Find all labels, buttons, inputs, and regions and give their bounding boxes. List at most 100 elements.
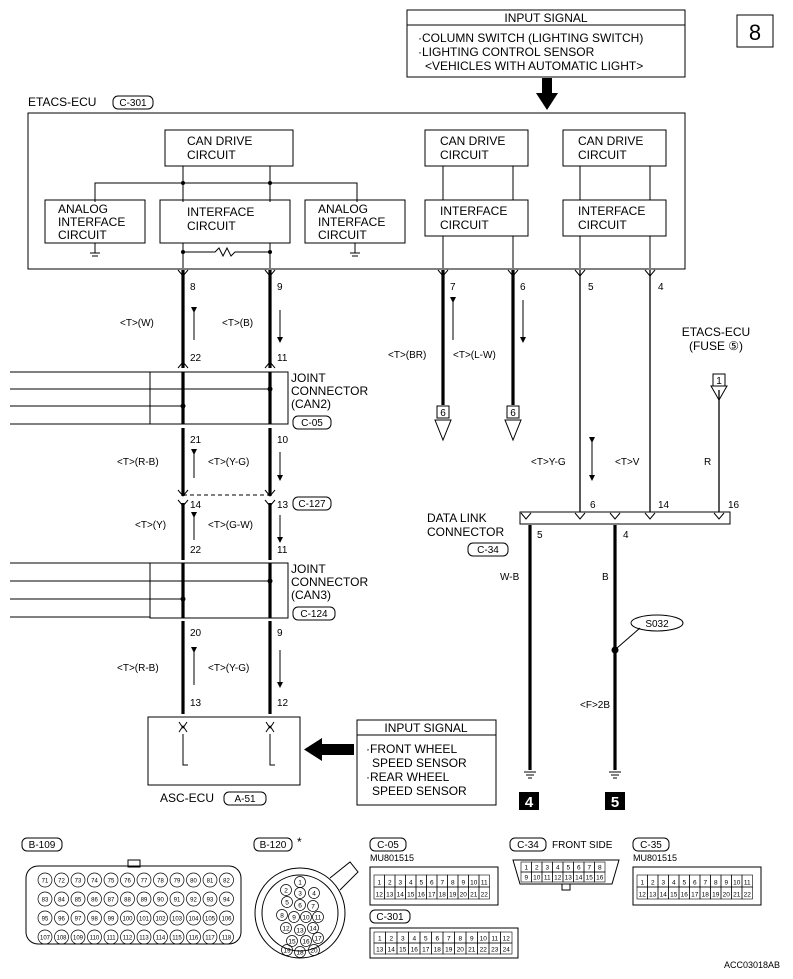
pin-number: 13 [565,875,573,882]
asc-input-signal-box: INPUT SIGNAL ·FRONT WHEEL SPEED SENSOR ·… [356,719,497,806]
pin-number: 4 [409,880,413,887]
wire-label-w4: <T>V [615,457,640,468]
pin-number: 16 [681,892,689,899]
pin-number: 8 [714,880,718,887]
pin-number: 101 [139,917,150,923]
wire-label-w13: <T>(G-W) [208,520,253,531]
splice-point [611,646,619,654]
pin-number: 5 [419,880,423,887]
pin-number: 3 [398,880,402,887]
pin-cell [136,891,152,907]
pin-9: 9 [277,282,283,293]
pin-cell [120,872,135,888]
pin-j1-10: 10 [277,435,289,446]
c05-part: MU801515 [370,853,414,863]
pin-cell [136,929,152,945]
ground-ref-6b: 6 [510,408,516,419]
data-link-connector [519,511,731,525]
analog-right-2: INTERFACE [318,215,385,229]
pin-number: 13 [649,892,657,899]
pin-number: 88 [124,898,131,904]
pin-number: 113 [139,936,149,942]
pin-cell [37,891,53,907]
wire-label-bb: B [602,572,609,583]
c34-front-side: FRONT SIDE [552,840,613,851]
wire-label-w6: <T>(L-W) [453,350,496,361]
etacs-connector-badge [112,95,154,110]
pin-cell [294,946,306,958]
can-drive-2-line1: CAN DRIVE [440,134,505,148]
wire-label-w20: <T>(R-B) [117,663,159,674]
b120-label: B-120 [260,840,287,851]
pin-number: 103 [172,917,183,923]
pin-number: 83 [42,898,49,904]
wire-label-w9: <T>(B) [222,318,253,329]
pin-number: 7 [311,904,315,911]
interface-1-line2: CIRCUIT [187,219,236,233]
pin-number: 7 [440,880,444,887]
asc-input-line1: ·FRONT WHEEL [366,742,457,756]
pin-cell [300,911,312,923]
pin-number: 18 [702,892,710,899]
pin-cell [153,910,168,926]
pin-number: 86 [91,898,98,904]
interface-2-line2: CIRCUIT [440,218,489,232]
pin-number: 14 [575,875,583,882]
pin-cell [169,929,185,945]
fuse-line2: (FUSE ⑤) [689,339,743,353]
pin-number: 12 [282,926,290,933]
pin-number: 8 [598,865,602,872]
pin-j2-9: 9 [277,628,283,639]
pin-number: 19 [712,892,720,899]
pin-number: 110 [90,936,100,942]
pin-number: 96 [58,917,65,923]
pin-number: 4 [672,880,676,887]
pin-number: 6 [430,880,434,887]
can-drive-1-line2: CIRCUIT [187,148,236,162]
pin-cell [136,910,152,926]
wire-label-f2b: <F>2B [580,700,610,711]
ground-ref-6a: 6 [440,408,446,419]
pin-number: 1 [298,880,302,887]
pin-number: 17 [422,947,430,954]
pin-cell [202,929,218,945]
pin-cell [281,944,293,956]
pin-number: 10 [480,936,488,943]
ground-4-badge [519,792,539,810]
joint1-line2: CONNECTOR [291,384,368,398]
pin-number: 13 [386,892,394,899]
pin-number: 15 [288,939,296,946]
pin-number: 12 [376,892,384,899]
splice-label: S032 [645,619,669,630]
pin-number: 117 [205,936,215,942]
pin-cell [294,899,306,911]
fuse-line1: ETACS-ECU [682,325,750,339]
dlc-connector: C-34 [477,545,499,556]
pin-number: 92 [190,898,197,904]
pin-number: 10 [302,915,310,922]
pin-cell [70,891,86,907]
pin-cell [186,872,201,888]
joint1-line1: JOINT [291,371,326,385]
pin-cell [103,929,119,945]
dlc-line1: DATA LINK [427,511,487,525]
pin-number: 115 [172,936,182,942]
pin-cell [307,900,319,912]
pin-cell [120,929,135,945]
pin-cell [741,886,753,900]
etacs-connector: C-301 [119,98,147,109]
pin-number: 7 [703,880,707,887]
pin-number: 2 [651,880,655,887]
pin-number: 91 [174,898,181,904]
pin-number: 15 [670,892,678,899]
pin-j2-11: 11 [277,545,288,556]
pin-cell [37,910,53,926]
ground-5-label: 5 [611,794,619,811]
can-drive-circuit-3 [562,129,667,167]
pin-number: 6 [577,865,581,872]
pin-number: 3 [661,880,665,887]
pin-number: 10 [470,880,478,887]
ground-5-icon [609,771,621,779]
pin-number: 80 [190,879,197,885]
